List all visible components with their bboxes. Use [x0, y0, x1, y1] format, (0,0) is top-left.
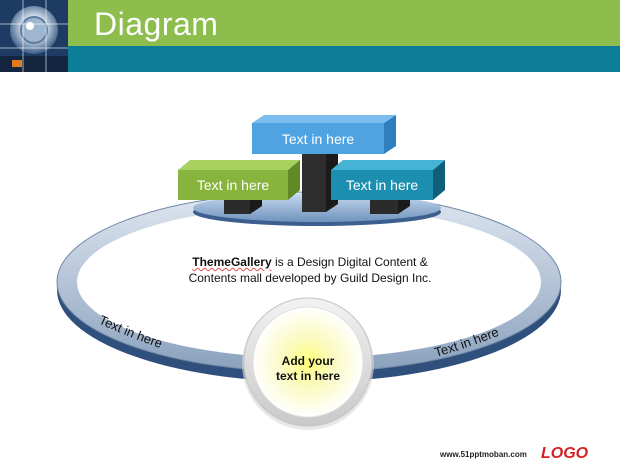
box-right: Text in here	[331, 160, 445, 200]
center-label: Add your text in here	[254, 354, 362, 384]
center-label-line2: text in here	[275, 369, 341, 383]
header-teal-band	[68, 46, 620, 72]
description-line2: Contents mall developed by Guild Design …	[188, 271, 432, 285]
description-line1: is a Design Digital Content &	[271, 255, 428, 269]
headlight-icon	[0, 0, 68, 72]
footer-logo: LOGO	[541, 445, 589, 462]
header-thumbnail-image	[0, 0, 68, 72]
description-text: ThemeGallery is a Design Digital Content…	[150, 254, 470, 286]
center-circle	[242, 297, 374, 430]
footer-url: www.51pptmoban.com	[440, 450, 527, 459]
box-left-label: Text in here	[197, 177, 270, 193]
slide-header: Diagram	[0, 0, 620, 72]
box-right-label: Text in here	[346, 177, 419, 193]
box-top-label: Text in here	[282, 131, 355, 147]
ring	[56, 191, 562, 382]
header-green-band	[68, 0, 620, 46]
center-label-line1: Add your	[281, 354, 335, 368]
brand-name: ThemeGallery	[192, 255, 272, 269]
box-top: Text in here	[252, 115, 396, 154]
box-left: Text in here	[178, 160, 300, 200]
slide-title: Diagram	[94, 6, 219, 42]
